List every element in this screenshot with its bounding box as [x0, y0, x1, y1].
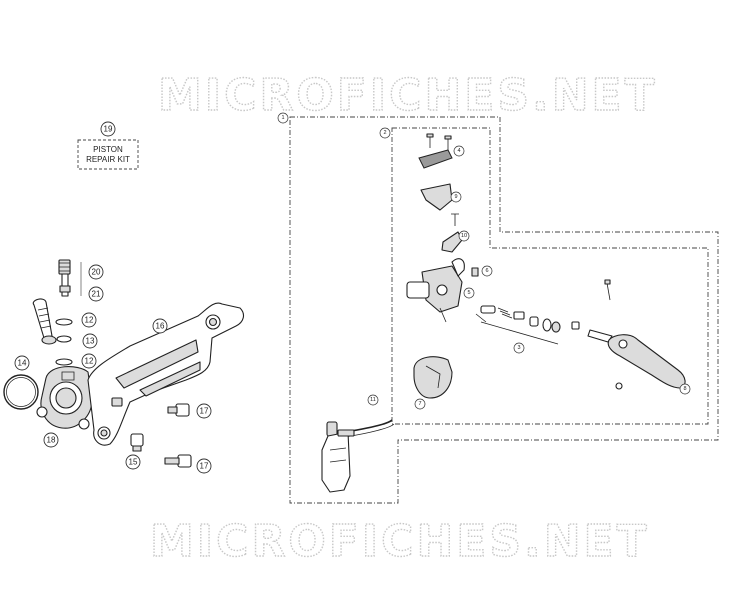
- svg-text:2: 2: [383, 130, 386, 136]
- lower-cylinder: [321, 421, 355, 493]
- callout-5: 5: [463, 287, 475, 299]
- callout-13: 13: [82, 333, 98, 349]
- callout-6: 6: [481, 265, 493, 277]
- large-o-ring: [3, 374, 39, 410]
- callout-11: 11: [367, 394, 379, 406]
- svg-text:3: 3: [517, 345, 520, 351]
- svg-text:21: 21: [92, 290, 101, 299]
- hose-fitting: [32, 298, 57, 345]
- svg-text:11: 11: [370, 397, 376, 403]
- diaphragm: [420, 183, 453, 211]
- bolt-upper: [167, 403, 190, 417]
- adjuster: [471, 267, 479, 277]
- slave-cylinder: [36, 366, 93, 430]
- svg-text:16: 16: [156, 322, 165, 331]
- cap-screws: [426, 133, 452, 150]
- callout-1: 1: [277, 112, 289, 124]
- svg-text:9: 9: [454, 194, 457, 200]
- callout-12-lower: 12: [81, 353, 97, 369]
- svg-text:1: 1: [281, 115, 284, 121]
- svg-text:12: 12: [85, 357, 94, 366]
- kit-line2: REPAIR KIT: [86, 155, 130, 164]
- kit-line1: PISTON: [93, 145, 123, 154]
- svg-text:15: 15: [129, 458, 138, 467]
- svg-text:19: 19: [104, 125, 113, 134]
- callout-9: 9: [450, 191, 462, 203]
- svg-text:12: 12: [85, 316, 94, 325]
- callout-8: 8: [679, 383, 691, 395]
- callout-21: 21: [88, 286, 104, 302]
- callout-14: 14: [14, 355, 30, 371]
- o-ring-upper: [55, 318, 73, 326]
- callout-19: 19: [100, 121, 116, 137]
- svg-text:5: 5: [467, 290, 470, 296]
- brake-lever: [587, 279, 686, 390]
- svg-text:10: 10: [461, 233, 467, 239]
- svg-text:20: 20: [92, 268, 101, 277]
- nut: [130, 433, 144, 452]
- bolt-lower: [164, 454, 192, 468]
- bleed-nipple: [58, 259, 71, 297]
- o-ring-lower: [55, 358, 73, 366]
- svg-text:6: 6: [485, 268, 488, 274]
- callout-16: 16: [152, 318, 168, 334]
- small-screw: [451, 213, 459, 226]
- callout-17-upper: 17: [196, 403, 212, 419]
- callout-4: 4: [453, 145, 465, 157]
- svg-text:13: 13: [86, 337, 95, 346]
- svg-text:18: 18: [47, 436, 56, 445]
- assembly-outline-1: [289, 116, 719, 504]
- reservoir-cap: [418, 149, 453, 169]
- callout-3: 3: [513, 342, 525, 354]
- svg-text:8: 8: [683, 386, 686, 392]
- mounting-bracket: [87, 302, 245, 446]
- callout-15: 15: [125, 454, 141, 470]
- callout-17-lower: 17: [196, 458, 212, 474]
- callout-10: 10: [458, 230, 470, 242]
- master-cylinder-body: [406, 258, 465, 323]
- assembly-outline-2: [391, 127, 709, 425]
- washer: [56, 335, 72, 343]
- svg-text:17: 17: [200, 462, 209, 471]
- lever-guard: [413, 356, 453, 399]
- watermark-top: MICROFICHES.NET: [158, 70, 658, 121]
- callout-2: 2: [379, 127, 391, 139]
- callout-18: 18: [43, 432, 59, 448]
- svg-text:14: 14: [18, 359, 27, 368]
- svg-text:7: 7: [418, 401, 421, 407]
- lever-bracket: [441, 231, 463, 253]
- callout-20: 20: [88, 264, 104, 280]
- watermark-bottom: MICROFICHES.NET: [150, 516, 650, 567]
- callout-7: 7: [414, 398, 426, 410]
- callout-12-upper: 12: [81, 312, 97, 328]
- piston-repair-kit-label: PISTON REPAIR KIT: [77, 139, 139, 170]
- svg-text:17: 17: [200, 407, 209, 416]
- piston-assembly: [475, 305, 580, 345]
- svg-text:4: 4: [457, 148, 460, 154]
